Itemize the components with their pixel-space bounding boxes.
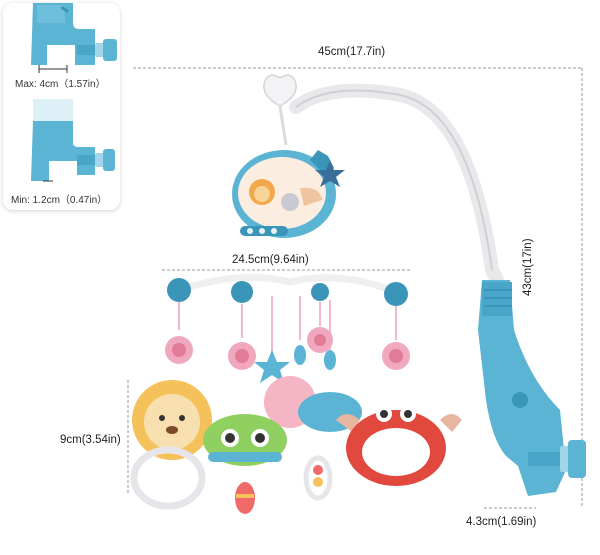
clamp-max-illustration bbox=[31, 3, 117, 73]
toy-hanger bbox=[167, 274, 408, 306]
lion-rattle bbox=[130, 380, 212, 510]
star-button bbox=[315, 160, 345, 187]
crab-rattle bbox=[336, 406, 462, 486]
blue-star-charm bbox=[254, 350, 290, 383]
music-box bbox=[232, 150, 345, 238]
arm-base-clamp bbox=[478, 280, 586, 496]
owl-rattle bbox=[203, 414, 287, 514]
clamp-range-inset: Max: 4cm（1.57in） Min: 1.2cm（0.47in） bbox=[3, 3, 120, 210]
bead-rattle bbox=[303, 455, 333, 501]
clamp-min-illustration bbox=[31, 99, 115, 182]
hanger-ball-right bbox=[384, 282, 408, 306]
pink-flowers bbox=[165, 327, 410, 370]
toy-height-label: 9cm(3.54in) bbox=[60, 434, 121, 446]
mobile-arm bbox=[289, 83, 504, 287]
blue-drop-charm bbox=[294, 345, 306, 365]
height-label: 43cm(17in) bbox=[522, 238, 534, 296]
clamp-width-label: 4.3cm(1.69in) bbox=[466, 516, 537, 528]
clamp-min-label: Min: 1.2cm（0.47in） bbox=[11, 195, 108, 206]
hanging-strings bbox=[178, 296, 397, 352]
clamp-illustration bbox=[31, 3, 117, 182]
hanger-ball-left bbox=[167, 278, 191, 302]
hanger-ball-inner-right bbox=[311, 283, 329, 301]
total-width-label: 45cm(17.7in) bbox=[318, 46, 386, 58]
clamp-max-label: Max: 4cm（1.57in） bbox=[15, 79, 106, 90]
heart-hook bbox=[263, 74, 297, 107]
hanger-ball-inner-left bbox=[231, 281, 253, 303]
hanger-width-label: 24.5cm(9.64in) bbox=[232, 254, 309, 266]
dimension-lines bbox=[127, 67, 583, 509]
